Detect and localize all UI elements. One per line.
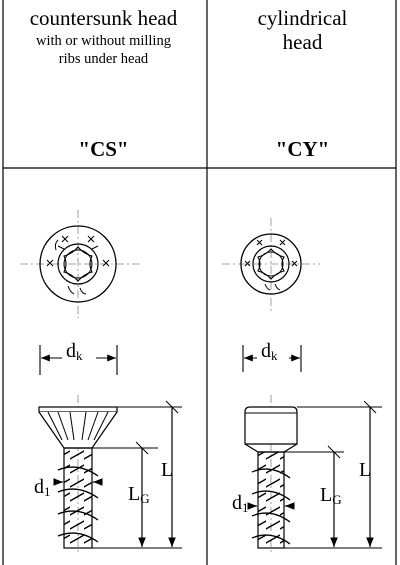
header-cylindrical: cylindrical head "CY" (209, 0, 396, 168)
cy-top-view (222, 218, 320, 312)
cy-code: "CY" (275, 137, 330, 161)
cs-code: "CS" (78, 137, 129, 161)
cy-side-view (244, 395, 382, 555)
cs-dk-label: dk (66, 340, 83, 363)
cs-top-view (20, 210, 140, 318)
cy-title-line1: cylindrical (257, 6, 348, 30)
cy-dk-label: dk (261, 340, 278, 363)
cs-d1-label: d1 (34, 476, 51, 499)
cs-side-view (38, 395, 182, 555)
cs-subtitle-line2: ribs under head (58, 51, 149, 67)
header-countersunk: countersunk head with or without milling… (2, 0, 205, 168)
cs-LG-label: LG (128, 483, 150, 506)
cs-title: countersunk head (29, 6, 178, 30)
cy-d1-label: d1 (232, 492, 249, 515)
cs-L-label: L (161, 459, 174, 481)
cy-title-line2: head (282, 30, 323, 54)
cs-subtitle-line1: with or without milling (36, 33, 171, 49)
cy-LG-label: LG (320, 484, 342, 507)
cy-dk-dimension (242, 342, 302, 372)
cs-dk-dimension (39, 342, 118, 375)
cy-L-label: L (359, 459, 372, 481)
